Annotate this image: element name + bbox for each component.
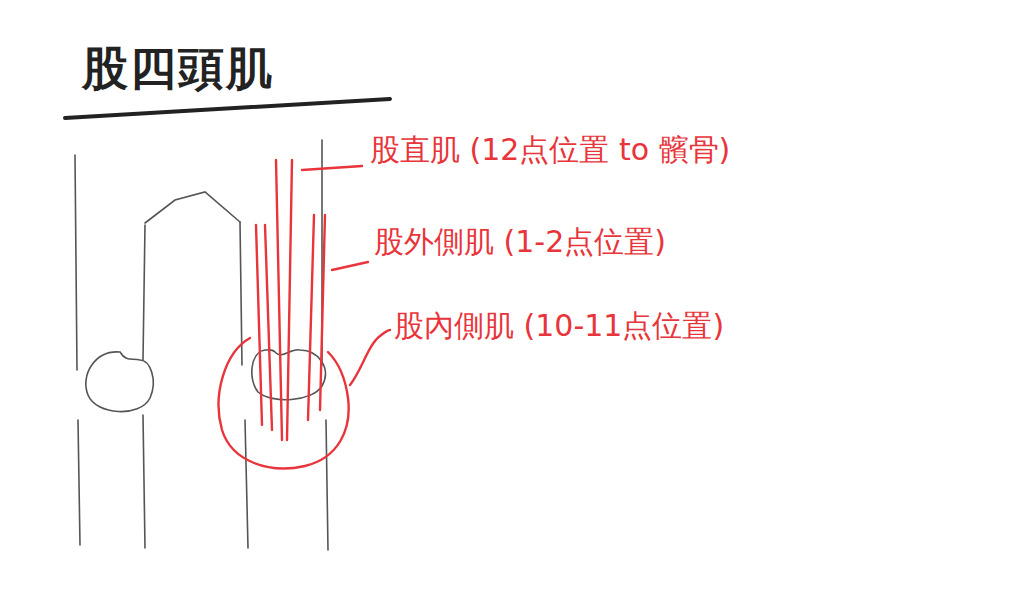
crotch-outline	[145, 192, 240, 223]
leg-outline	[240, 222, 248, 548]
leg-outline	[75, 155, 80, 545]
diagram-title: 股四頭肌	[82, 38, 274, 100]
vastus-medialis-outline	[219, 338, 349, 468]
knee-outline	[86, 352, 153, 412]
muscle-label: 股內側肌 (10-11点位置)	[394, 306, 724, 347]
leader-line	[332, 262, 368, 270]
leader-line	[302, 166, 362, 170]
leg-outline	[322, 140, 328, 550]
rectus-femoris	[276, 160, 292, 440]
leader-line	[350, 330, 390, 385]
muscle-label: 股外側肌 (1-2点位置)	[374, 222, 666, 263]
title-underline	[65, 99, 390, 118]
muscle-label: 股直肌 (12点位置 to 髕骨)	[370, 130, 730, 171]
vastus-medialis	[256, 225, 272, 430]
leg-outline	[143, 225, 145, 548]
vastus-lateralis	[308, 215, 325, 420]
